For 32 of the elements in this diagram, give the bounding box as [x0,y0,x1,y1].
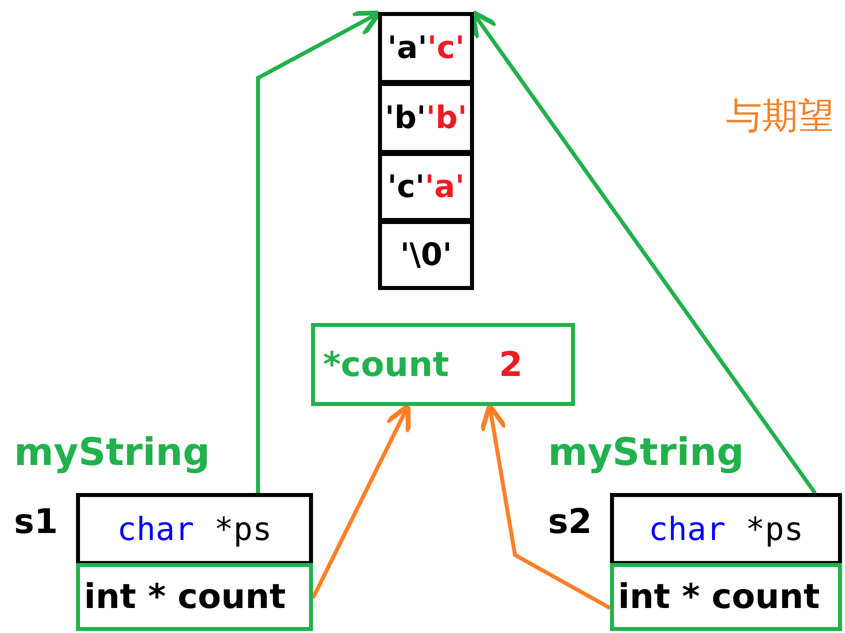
type-keyword: char [648,510,726,548]
pointer-field [610,493,842,565]
array-cell [378,82,474,154]
old-value: '\0' [400,237,452,273]
pointer-field [76,493,313,565]
new-value: 'c' [427,30,465,66]
count-field [76,563,313,631]
new-value: 'b' [426,100,468,136]
new-value: 'a' [424,169,465,205]
old-value: 'c' [387,169,425,205]
counter-box [311,323,575,406]
count-field [610,563,842,631]
variable-label: s2 [548,502,592,542]
array-cell [378,220,474,290]
type-label: myString [14,430,210,474]
note-text: 与期望 [726,95,834,139]
array-cell [378,12,474,84]
member-name: *ps [214,510,272,548]
counter-value: 2 [498,344,523,384]
member-name: *ps [746,510,804,548]
member-declaration: int * count [618,577,820,617]
type-keyword: char [117,510,194,548]
old-value: 'a' [387,30,428,66]
arrow [470,10,817,494]
array-cell [378,152,474,222]
type-label: myString [548,430,744,474]
variable-label: s1 [14,502,58,542]
arrow [479,403,611,610]
member-declaration: int * count [84,577,286,617]
counter-name: *count [323,344,449,384]
arrow [311,403,411,599]
old-value: 'b' [384,100,426,136]
